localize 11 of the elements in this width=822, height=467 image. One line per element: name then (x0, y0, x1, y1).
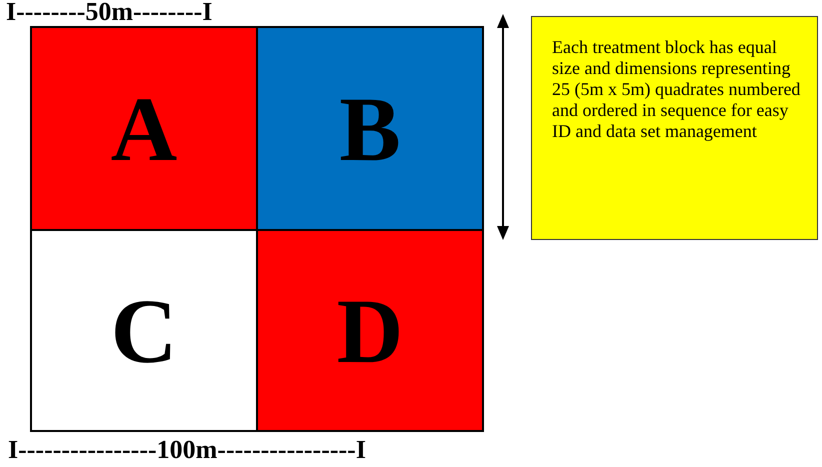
block-letter: A (110, 82, 178, 174)
block-letter: B (339, 82, 401, 174)
block-letter: D (336, 284, 404, 376)
treatment-block (256, 26, 484, 231)
treatment-block (30, 26, 258, 231)
dimension-label: I--------50m--------I (6, 0, 212, 26)
dimension-label: I----------------100m----------------I (8, 436, 366, 464)
treatment-block (30, 229, 258, 432)
treatment-block (256, 229, 484, 432)
block-letter: C (110, 284, 178, 376)
note-box: Each treatment block has equal size and dimensions representing 25 (5m x 5m) quadrates numbered and ordered in sequence for easy ID and data set management (531, 16, 818, 240)
